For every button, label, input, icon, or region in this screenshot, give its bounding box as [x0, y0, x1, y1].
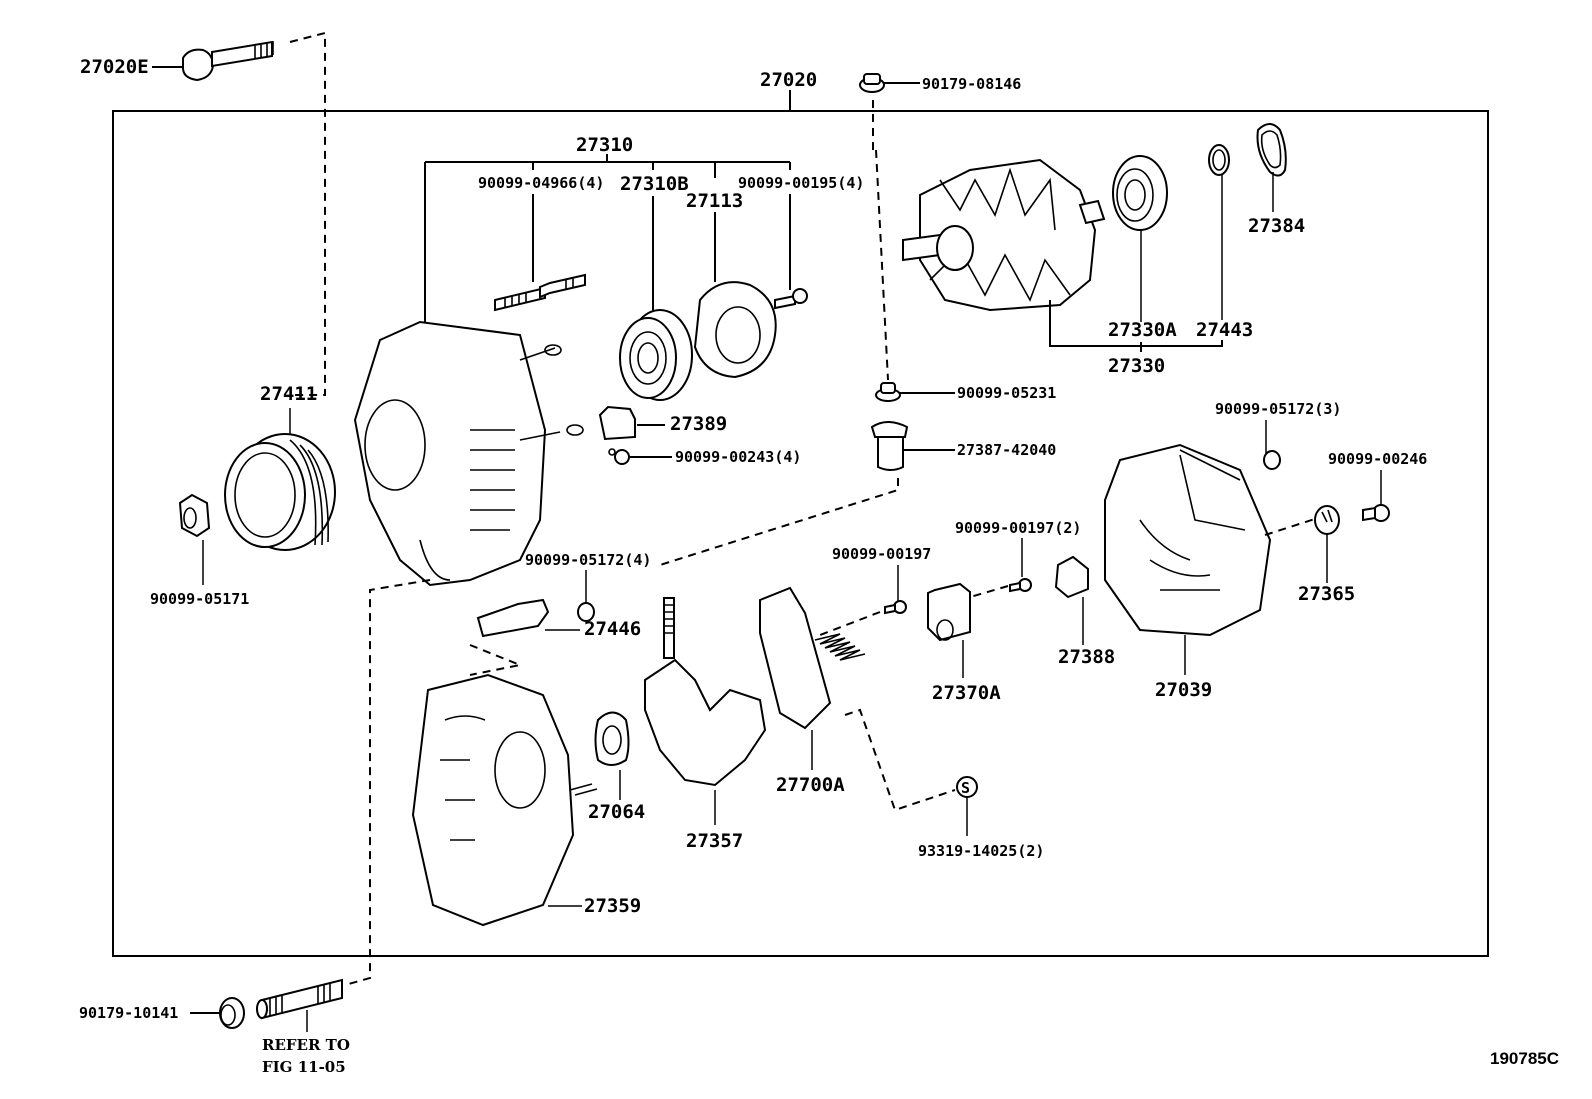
- washer-27443[interactable]: [1208, 144, 1230, 176]
- label-27443[interactable]: 27443: [1196, 319, 1253, 341]
- nut-90179-10141[interactable]: [219, 997, 245, 1029]
- rear-end-frame-27039[interactable]: [1104, 443, 1272, 637]
- label-27359[interactable]: 27359: [584, 895, 641, 917]
- label-27446[interactable]: 27446: [584, 618, 641, 640]
- bearing-27330A[interactable]: [1112, 155, 1168, 231]
- label-90099-00197-2[interactable]: 90099-00197(2): [955, 519, 1081, 537]
- cover-27365[interactable]: [1314, 505, 1340, 535]
- label-90099-05171[interactable]: 90099-05171: [150, 590, 249, 608]
- screw-90099-00197[interactable]: [884, 600, 907, 615]
- nut-90099-05172-3[interactable]: [1263, 450, 1281, 470]
- label-90099-04966[interactable]: 90099-04966(4): [478, 174, 604, 192]
- bearing-27310B[interactable]: [619, 309, 693, 401]
- label-90099-05231[interactable]: 90099-05231: [957, 384, 1056, 402]
- assembly-frame: [112, 110, 1489, 957]
- figure-id: 190785C: [1490, 1049, 1559, 1068]
- screw-93319-14025[interactable]: S: [956, 776, 978, 798]
- screw-90099-00246[interactable]: [1362, 504, 1390, 522]
- insulator-27387-42040[interactable]: [870, 421, 909, 471]
- label-27039[interactable]: 27039: [1155, 679, 1212, 701]
- refer-fig-label[interactable]: FIG 11-05: [262, 1058, 346, 1076]
- label-93319-14025[interactable]: 93319-14025(2): [918, 842, 1044, 860]
- label-27310[interactable]: 27310: [576, 134, 633, 156]
- s-symbol: S: [961, 779, 970, 797]
- insulator-27064[interactable]: [594, 711, 630, 766]
- retainer-plate-27113[interactable]: [693, 281, 777, 379]
- stud-bolt-90099-04966[interactable]: [494, 273, 586, 312]
- label-27388[interactable]: 27388: [1058, 646, 1115, 668]
- regulator-27700A[interactable]: [759, 586, 866, 730]
- nut-90099-05172-4[interactable]: [577, 602, 595, 622]
- label-27384[interactable]: 27384: [1248, 215, 1305, 237]
- nut-90099-05231[interactable]: [875, 382, 901, 402]
- nut-90099-00243[interactable]: [608, 448, 630, 465]
- label-90179-08146[interactable]: 90179-08146: [922, 75, 1021, 93]
- label-27330[interactable]: 27330: [1108, 355, 1165, 377]
- rear-cover-27359[interactable]: [411, 673, 598, 927]
- through-bolt-27020E[interactable]: [182, 40, 274, 82]
- label-27357[interactable]: 27357: [686, 830, 743, 852]
- refer-to-label[interactable]: REFER TO: [262, 1036, 350, 1054]
- nut-90179-08146[interactable]: [859, 73, 885, 93]
- stud-refer-fig-11-05[interactable]: [256, 978, 343, 1020]
- label-27020[interactable]: 27020: [760, 69, 817, 91]
- cover-27388[interactable]: [1054, 555, 1089, 599]
- rotor-27330[interactable]: [902, 158, 1106, 312]
- screw-90099-00195[interactable]: [774, 288, 808, 310]
- label-27330A[interactable]: 27330A: [1108, 319, 1177, 341]
- label-90099-00246[interactable]: 90099-00246: [1328, 450, 1427, 468]
- label-27310B[interactable]: 27310B: [620, 173, 689, 195]
- nut-90099-05171[interactable]: [178, 493, 211, 538]
- label-27387-42040[interactable]: 27387-42040: [957, 441, 1056, 459]
- label-27365[interactable]: 27365: [1298, 583, 1355, 605]
- label-90099-00197[interactable]: 90099-00197: [832, 545, 931, 563]
- brush-holder-27370A[interactable]: [927, 582, 971, 642]
- label-27064[interactable]: 27064: [588, 801, 645, 823]
- screw-90099-00197-2[interactable]: [1009, 578, 1032, 593]
- bracket-27446[interactable]: [476, 598, 550, 638]
- label-27113[interactable]: 27113: [686, 190, 743, 212]
- pulley-27411[interactable]: [224, 433, 336, 551]
- drive-end-frame[interactable]: [353, 320, 584, 587]
- ring-27384[interactable]: [1256, 123, 1287, 177]
- label-27020E[interactable]: 27020E: [80, 56, 149, 78]
- label-90179-10141[interactable]: 90179-10141: [79, 1004, 178, 1022]
- rectifier-27357[interactable]: [644, 597, 767, 787]
- label-90099-05172-4[interactable]: 90099-05172(4): [525, 551, 651, 569]
- label-90099-05172-3[interactable]: 90099-05172(3): [1215, 400, 1341, 418]
- label-27700A[interactable]: 27700A: [776, 774, 845, 796]
- label-27411[interactable]: 27411: [260, 383, 317, 405]
- label-27370A[interactable]: 27370A: [932, 682, 1001, 704]
- cap-27389[interactable]: [598, 405, 636, 441]
- label-90099-00195[interactable]: 90099-00195(4): [738, 174, 864, 192]
- label-27389[interactable]: 27389: [670, 413, 727, 435]
- label-90099-00243[interactable]: 90099-00243(4): [675, 448, 801, 466]
